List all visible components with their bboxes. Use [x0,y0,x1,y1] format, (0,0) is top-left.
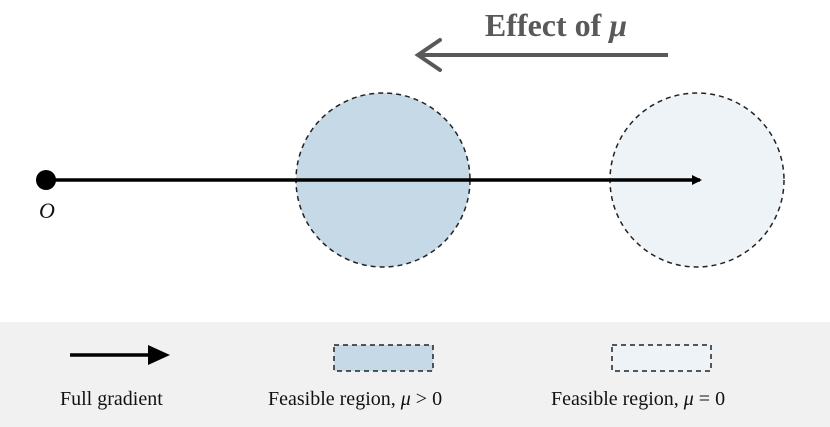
legend-item-region-mu-positive: Feasible region, μ > 0 [255,322,520,427]
legend-item-full-gradient: Full gradient [0,322,245,427]
effect-title-mu: μ [607,7,627,43]
origin-point [36,170,56,190]
legend-item-region-mu-zero: Feasible region, μ = 0 [540,322,820,427]
legend-label-suffix: = 0 [693,388,726,410]
legend-region-light-swatch [611,344,712,372]
diagram-figure: Effect of μ O [36,7,785,268]
legend-label-mu: μ [683,388,694,410]
legend-label-mu: μ [400,388,411,410]
legend: Full gradient Feasible region, μ > 0 Fea… [0,322,830,427]
effect-title-text: Effect of [485,7,609,43]
effect-arrow [414,38,668,72]
origin-label: O [39,198,55,223]
legend-label-suffix: > 0 [410,388,443,410]
legend-label-full-gradient: Full gradient [60,388,163,410]
legend-arrow-swatch [70,345,170,365]
legend-label-region-mu-positive: Feasible region, μ > 0 [268,388,442,411]
legend-label-region-mu-zero: Feasible region, μ = 0 [551,388,725,411]
legend-region-filled-swatch [333,344,434,372]
effect-title: Effect of μ [485,7,627,43]
legend-label-prefix: Feasible region, [268,388,401,410]
legend-label-prefix: Feasible region, [551,388,684,410]
